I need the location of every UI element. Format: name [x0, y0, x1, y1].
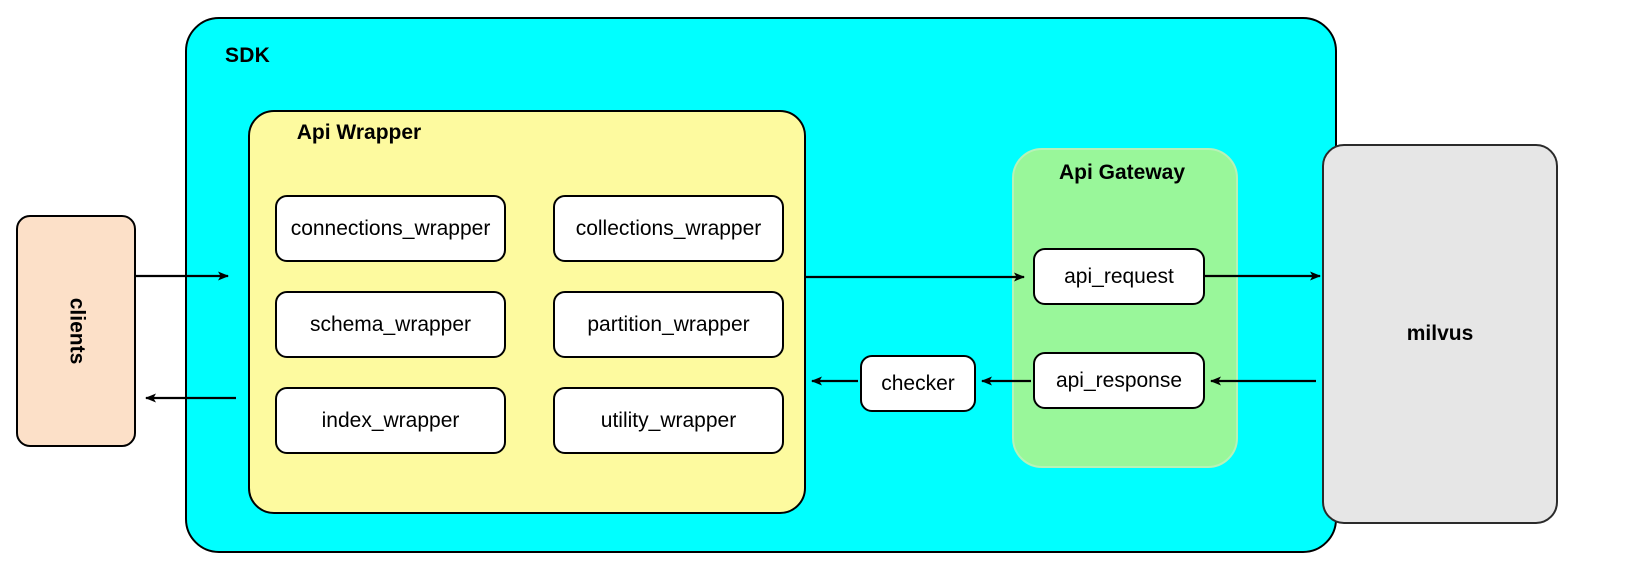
api-gateway-title: Api Gateway	[1058, 161, 1186, 184]
index-wrapper-node[interactable]: index_wrapper	[275, 387, 506, 454]
schema-wrapper-node[interactable]: schema_wrapper	[275, 291, 506, 358]
checker-node[interactable]: checker	[860, 355, 976, 412]
api-gateway-container[interactable]: Api Gateway	[1012, 148, 1238, 468]
partition-wrapper-label: partition_wrapper	[587, 312, 750, 336]
collections-wrapper-label: collections_wrapper	[575, 216, 762, 240]
index-wrapper-label: index_wrapper	[321, 408, 460, 432]
sdk-title: SDK	[225, 44, 270, 67]
utility-wrapper-label: utility_wrapper	[600, 408, 737, 432]
api-response-label: api_response	[1055, 368, 1183, 392]
milvus-node[interactable]: milvus	[1322, 144, 1558, 524]
partition-wrapper-node[interactable]: partition_wrapper	[553, 291, 784, 358]
api-request-label: api_request	[1064, 264, 1174, 288]
clients-label: clients	[65, 297, 88, 365]
connections-wrapper-label: connections_wrapper	[290, 216, 491, 240]
api-request-node[interactable]: api_request	[1033, 248, 1205, 305]
api-response-node[interactable]: api_response	[1033, 352, 1205, 409]
utility-wrapper-node[interactable]: utility_wrapper	[553, 387, 784, 454]
collections-wrapper-node[interactable]: collections_wrapper	[553, 195, 784, 262]
connections-wrapper-node[interactable]: connections_wrapper	[275, 195, 506, 262]
milvus-label: milvus	[1406, 322, 1474, 345]
schema-wrapper-label: schema_wrapper	[309, 312, 472, 336]
checker-label: checker	[881, 371, 955, 395]
clients-node[interactable]: clients	[16, 215, 136, 447]
api-wrapper-title: Api Wrapper	[296, 121, 422, 144]
